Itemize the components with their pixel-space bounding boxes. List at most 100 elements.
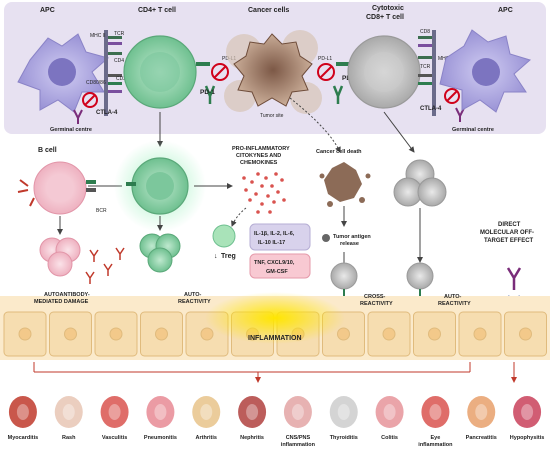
- autoreactivity-left-line2: REACTIVITY: [178, 299, 211, 305]
- cd80-label: CD80/86: [86, 80, 106, 86]
- cd28-label: CD28: [116, 76, 129, 82]
- apc-right-label: APC: [498, 7, 513, 14]
- tissue-cell-nucleus: [382, 327, 396, 341]
- tissue-cell-nucleus: [109, 327, 123, 341]
- cytokine-dots: [242, 172, 286, 214]
- autoreactivity-left-line1: AUTO-: [184, 292, 201, 298]
- arrow-tumor-death: [289, 97, 341, 153]
- blood-vessel-icon: [100, 396, 129, 428]
- cytokines-label-line1: PRO-INFLAMMATORY: [232, 146, 290, 152]
- tumor-antigen-dot: [322, 234, 330, 242]
- autoreactivity-right-line2: REACTIVITY: [438, 301, 471, 307]
- ctla4-left-blocker: [73, 92, 98, 124]
- lungs-icon: [146, 396, 175, 428]
- cancer-cells-label: Cancer cells: [248, 7, 289, 14]
- cd8-cell-label-line2: CD8+ T cell: [366, 14, 404, 21]
- direct-label-line2: MOLECULAR OFF-: [480, 230, 534, 236]
- organ-label: Thyroiditis: [330, 435, 358, 441]
- tissue-cell-nucleus: [64, 327, 77, 341]
- tumor-mass: [224, 30, 322, 114]
- ctla4-right-label: CTLA-4: [420, 106, 442, 112]
- organ-bracket: [33, 362, 517, 383]
- b-cell: [17, 161, 96, 215]
- receptor-strip-left: [104, 30, 122, 116]
- organ-label: Colitis: [381, 435, 398, 441]
- cross-reactivity-line1: CROSS-: [364, 294, 386, 300]
- treg-label-arrow: ↓: [214, 253, 218, 260]
- arrow-cd8-down: [383, 111, 415, 153]
- organ-row: Myocarditis Rash Vasculitis Pneumonitis Arth…: [8, 396, 545, 448]
- cd8-cell-label-line1: Cytotoxic: [372, 5, 404, 12]
- organ-label: Eye: [431, 435, 441, 441]
- pancreas-icon: [467, 396, 496, 428]
- cancer-death-label: Cancer cell death: [316, 149, 362, 155]
- organ-label: Pneumonitis: [144, 435, 177, 441]
- tissue-cell-nucleus: [337, 327, 350, 341]
- cd4-t-cell: [123, 35, 197, 109]
- tcr-right-label: TCR: [420, 64, 431, 70]
- direct-label-line1: DIRECT: [498, 222, 521, 228]
- tissue-cell-nucleus: [200, 327, 214, 341]
- pd1-right-blocker: [317, 62, 350, 104]
- tissue-cell-nucleus: [18, 327, 32, 341]
- inflammation-label: INFLAMMATION: [248, 335, 302, 342]
- antibodies-scatter: [85, 247, 125, 284]
- cd8-cross-reactive: [330, 262, 358, 296]
- apc-left-label: APC: [40, 7, 55, 14]
- dying-cancer-cell: [319, 162, 371, 207]
- tumor-antigen-line1: Tumor antigen: [333, 234, 371, 240]
- tnf-box-line2: GM-CSF: [266, 269, 288, 275]
- organ-label-line2: inflammation: [418, 442, 453, 448]
- cytokines-label-line2: CITOKYNES AND: [236, 153, 281, 159]
- kidney-icon: [238, 396, 267, 428]
- tissue-cell-nucleus: [473, 327, 487, 341]
- cross-reactivity-line2: REACTIVITY: [360, 301, 393, 307]
- tnf-box-line1: TNF, CXCL9/10,: [254, 260, 295, 266]
- cd8-clonal-cluster: [393, 159, 447, 207]
- joint-icon: [192, 396, 221, 428]
- pituitary-icon: [513, 396, 542, 428]
- il-box-line2: IL-10 IL-17: [258, 240, 285, 246]
- organ-label: Myocarditis: [8, 435, 39, 441]
- il-box-line1: IL-1β, IL-2, IL-6,: [254, 231, 295, 237]
- brain-icon: [283, 396, 312, 428]
- pdl1-right-label: PD-L1: [318, 56, 332, 62]
- organ-label: Nephritis: [240, 435, 264, 441]
- inflammation-glow: [205, 292, 345, 344]
- il-cytokine-box: [249, 223, 311, 251]
- tissue-cell-nucleus: [519, 327, 532, 341]
- organ-label: Hypophysitis: [510, 435, 545, 441]
- germinal-left-label: Germinal centre: [50, 127, 92, 133]
- organ-label-line2: inflammation: [281, 442, 316, 448]
- treg-cell: [212, 224, 236, 248]
- cd8-auto-reactive: [406, 262, 434, 296]
- organ-label: Arthritis: [196, 435, 217, 441]
- treg-label: Treg: [221, 253, 236, 260]
- bcr-label: BCR: [96, 208, 107, 214]
- germinal-right-label: Germinal centre: [452, 127, 494, 133]
- ctla4-left-label: CTLA-4: [96, 110, 118, 116]
- organ-label: CNS/PNS: [286, 435, 311, 441]
- arrow-to-treg: [231, 207, 247, 227]
- organ-label: Pancreatitis: [466, 435, 497, 441]
- mhc1-label: MHC I: [438, 56, 452, 62]
- eye-icon: [421, 396, 450, 428]
- organ-label: Vasculitis: [102, 435, 127, 441]
- tumor-antigen-line2: release: [340, 241, 359, 247]
- skin-icon: [54, 396, 83, 428]
- cytokines-label-line3: CHEMOKINES: [240, 160, 278, 166]
- pd1-left-blocker: [196, 62, 229, 104]
- receptor-strip-right: [418, 30, 436, 116]
- mhc2-label: MHC II: [90, 33, 106, 39]
- pd1-left-label: PD-1: [200, 89, 215, 96]
- plasma-cell-cluster: [39, 237, 81, 277]
- cd4-label: CD4: [114, 58, 124, 64]
- tissue-cell-nucleus: [155, 327, 168, 341]
- tcr-left-label: TCR: [114, 31, 125, 37]
- direct-label-line3: TARGET EFFECT: [484, 238, 534, 244]
- autoantibody-label-line2: MEDIATED DAMAGE: [34, 299, 89, 305]
- autoreactivity-right-line1: AUTO-: [444, 294, 461, 300]
- apc-right-cell: [439, 29, 532, 113]
- organ-label: Rash: [62, 435, 76, 441]
